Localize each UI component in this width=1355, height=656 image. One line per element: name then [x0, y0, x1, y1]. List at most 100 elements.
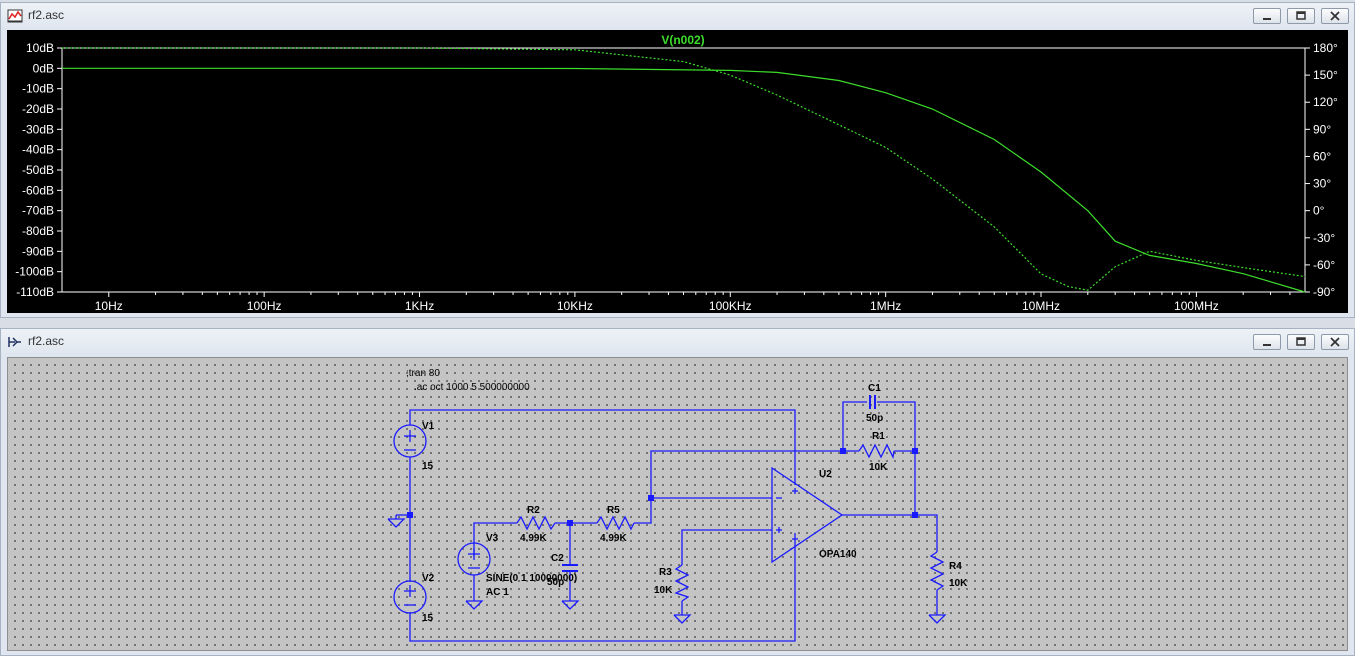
schematic-drawing[interactable]: ;tran 80 .ac oct 1000 5 500000000: [7, 357, 1348, 651]
schematic-canvas[interactable]: ;tran 80 .ac oct 1000 5 500000000: [7, 357, 1348, 651]
y-right-tick-label: 0°: [1313, 204, 1325, 218]
v2-value[interactable]: 15: [422, 613, 434, 624]
v1-source[interactable]: [393, 424, 427, 458]
ac-directive[interactable]: .ac oct 1000 5 500000000: [414, 382, 530, 393]
waveform-icon: [7, 9, 23, 23]
v3-value[interactable]: SINE(0 1 10000000): [486, 573, 577, 584]
minimize-icon: [1263, 344, 1271, 346]
ground-symbol: [928, 614, 947, 624]
v3-label[interactable]: V3: [486, 533, 499, 544]
close-button[interactable]: [1321, 8, 1349, 24]
ground-symbol: [465, 600, 484, 610]
c2-label[interactable]: C2: [551, 553, 564, 564]
v3-ac[interactable]: AC 1: [486, 587, 509, 598]
ground-symbol: [561, 600, 580, 610]
r2-value[interactable]: 4.99K: [520, 533, 547, 544]
y-axis-left: 10dB0dB-10dB-20dB-30dB-40dB-50dB-60dB-70…: [15, 41, 62, 299]
u2-label[interactable]: U2: [819, 469, 832, 480]
r4-value[interactable]: 10K: [949, 578, 968, 589]
ground-symbol: [387, 515, 406, 528]
x-tick-label: 1MHz: [870, 299, 901, 313]
r5-resistor[interactable]: [596, 515, 635, 531]
r2-resistor[interactable]: [516, 515, 556, 531]
schematic-title: rf2.asc: [28, 334, 65, 348]
tran-directive[interactable]: ;tran 80: [406, 368, 440, 379]
maximize-button[interactable]: [1287, 8, 1315, 24]
close-button[interactable]: [1321, 334, 1349, 350]
r3-label[interactable]: R3: [659, 567, 672, 578]
phase-trace[interactable]: [62, 47, 1306, 291]
r3-resistor[interactable]: [674, 564, 690, 602]
y-left-tick-label: -90dB: [22, 244, 54, 258]
traces: [62, 47, 1306, 293]
y-right-tick-label: -30°: [1313, 231, 1335, 245]
v2-source[interactable]: [393, 580, 427, 614]
x-tick-label: 10Hz: [95, 299, 123, 313]
y-axis-right: 180°150°120°90°60°30°0°-30°-60°-90°: [1305, 41, 1338, 299]
r3-value[interactable]: 10K: [654, 585, 673, 596]
minimize-icon: [1263, 18, 1271, 20]
y-left-tick-label: -110dB: [16, 285, 54, 299]
maximize-icon: [1296, 11, 1306, 20]
r1-resistor[interactable]: [858, 443, 895, 460]
y-right-tick-label: 180°: [1313, 41, 1338, 55]
r1-label[interactable]: R1: [872, 431, 885, 442]
y-right-tick-label: 30°: [1313, 177, 1331, 191]
y-left-tick-label: -60dB: [22, 183, 54, 197]
waveform-title: rf2.asc: [28, 8, 65, 22]
y-right-tick-label: -90°: [1313, 285, 1335, 299]
r5-label[interactable]: R5: [607, 505, 620, 516]
schematic-window: rf2.asc ;tran 80 .ac oct 1000 5 50000000…: [0, 328, 1355, 656]
y-right-tick-label: 120°: [1313, 95, 1338, 109]
schematic-titlebar[interactable]: rf2.asc: [1, 329, 1354, 355]
y-left-tick-label: -20dB: [22, 102, 54, 116]
bode-plot[interactable]: V(n002) 10dB0dB-10dB-20dB-30dB-40dB-50dB…: [7, 30, 1348, 313]
maximize-button[interactable]: [1287, 334, 1315, 350]
r4-resistor[interactable]: [929, 551, 945, 591]
y-left-tick-label: -30dB: [22, 122, 54, 136]
y-left-tick-label: -80dB: [22, 224, 54, 238]
y-right-tick-label: -60°: [1313, 258, 1335, 272]
c1-label[interactable]: C1: [868, 383, 881, 394]
u2-opamp[interactable]: [771, 466, 844, 564]
trace-label[interactable]: V(n002): [661, 33, 704, 47]
maximize-icon: [1296, 337, 1306, 346]
x-tick-label: 100MHz: [1174, 299, 1219, 313]
x-axis: 10Hz 100Hz 1KHz 10KHz 100KHz 1MHz 10MHz 100MHz: [95, 292, 1291, 313]
y-left-tick-label: -40dB: [22, 143, 54, 157]
v3-source[interactable]: [457, 542, 491, 576]
r5-value[interactable]: 4.99K: [600, 533, 627, 544]
schematic-icon: [8, 337, 21, 347]
y-left-tick-label: 0dB: [33, 61, 54, 75]
minimize-button[interactable]: [1253, 334, 1281, 350]
waveform-titlebar[interactable]: rf2.asc: [1, 3, 1354, 29]
c1-value[interactable]: 50p: [866, 413, 883, 424]
c1-capacitor[interactable]: [869, 395, 876, 409]
magnitude-trace[interactable]: [62, 67, 1306, 293]
y-left-tick-label: -70dB: [22, 204, 54, 218]
minimize-button[interactable]: [1253, 8, 1281, 24]
u2-value[interactable]: OPA140: [819, 549, 857, 560]
x-tick-label: 1KHz: [405, 299, 434, 313]
y-left-tick-label: -10dB: [22, 82, 54, 96]
junctions: [407, 448, 918, 526]
x-tick-label: 10KHz: [557, 299, 593, 313]
x-tick-label: 100KHz: [709, 299, 752, 313]
close-icon: [1330, 11, 1340, 21]
x-tick-label: 100Hz: [247, 299, 282, 313]
waveform-window: rf2.asc V(n002) 10dB 0dB -10dB -20dB -30dB -4…: [0, 2, 1355, 318]
x-tick-label: 10MHz: [1022, 299, 1060, 313]
r1-value[interactable]: 10K: [869, 462, 888, 473]
y-right-tick-label: 60°: [1313, 149, 1331, 163]
v1-label[interactable]: V1: [422, 421, 435, 432]
r2-label[interactable]: R2: [527, 505, 540, 516]
v2-label[interactable]: V2: [422, 573, 435, 584]
y-right-tick-label: 90°: [1313, 122, 1331, 136]
y-left-tick-label: 10dB: [26, 41, 54, 55]
c2-capacitor[interactable]: [562, 555, 578, 575]
c2-value[interactable]: 50p: [547, 577, 564, 588]
r4-label[interactable]: R4: [949, 561, 962, 572]
wires: [396, 401, 938, 642]
v1-value[interactable]: 15: [422, 461, 434, 472]
